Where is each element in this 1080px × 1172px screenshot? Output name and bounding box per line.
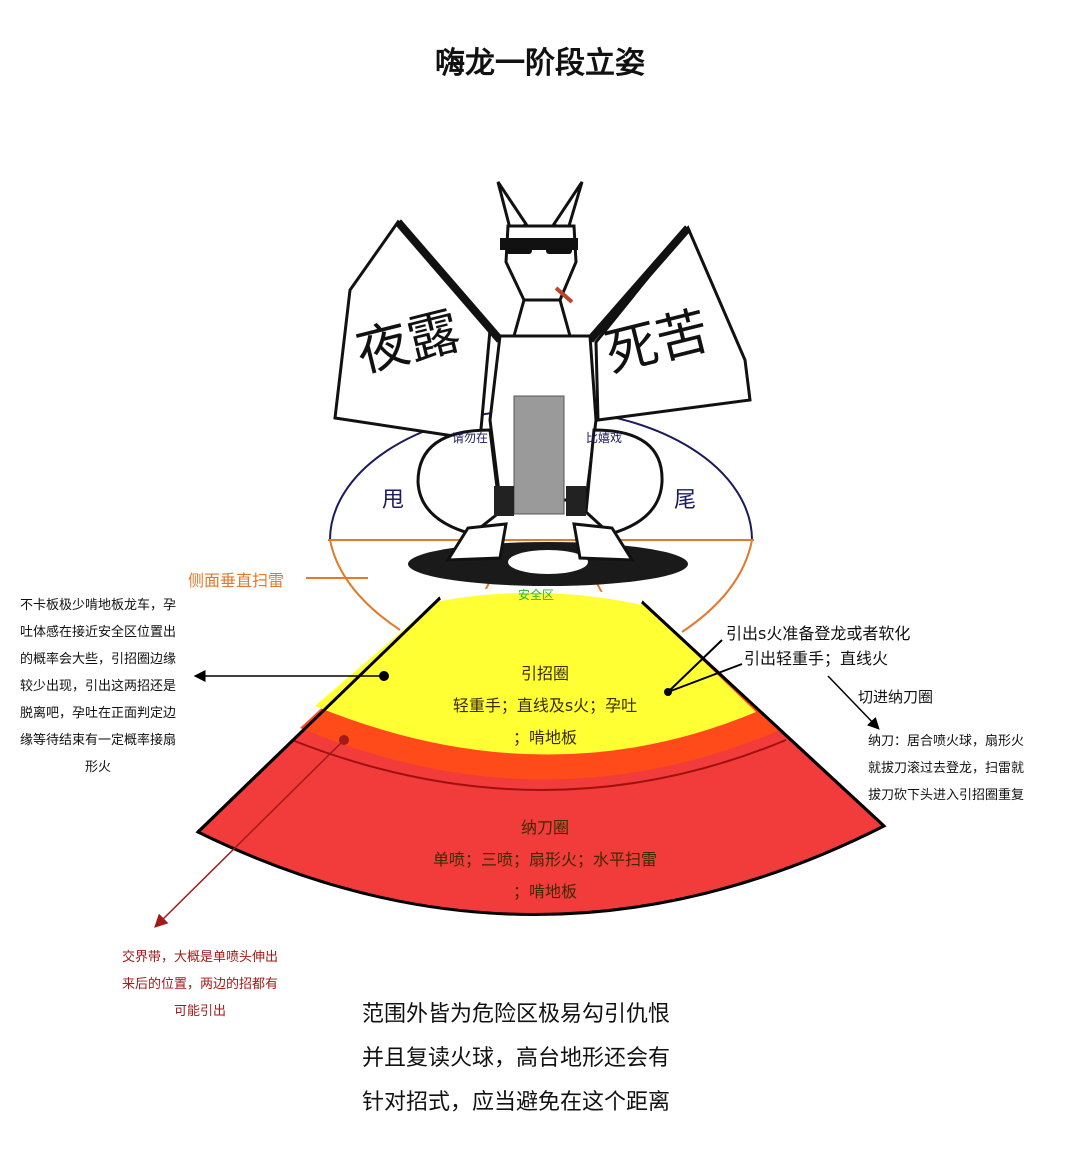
sign-right-text: 比嬉戏 [586,431,623,445]
left-note-line: 脱离吧，孕吐在正面判定边 [19,706,176,721]
sign-left-text: 请勿在 [452,431,489,445]
left-foot [445,522,508,562]
lure-ring-line1: 轻重手；直线及s火；孕吐 [452,696,638,715]
left-note: 不卡板极少啃地板龙车，孕 吐体感在接近安全区位置出 的概率会大些，引招圈边缘 较… [2,592,194,781]
fan-right-edge [640,600,886,828]
boundary-pointer [154,739,345,928]
bottom-note-line: 范围外皆为危险区极易勾引仇恨 [362,1002,671,1027]
annotation-pointers [154,639,880,928]
blade-ring-line2: ；啃地板 [512,882,577,901]
right-leg [584,428,664,536]
lure-ring-line2: ；啃地板 [512,728,577,747]
left-wing-arm [394,219,504,343]
dragon-head [504,224,578,302]
left-note-line: 缘等待结束有一定概率接扇 [19,733,176,748]
boundary-note-line: 交界带，大概是单喷头伸出 [121,950,278,965]
left-note-line: 吐体感在接近安全区位置出 [19,625,176,640]
right-wing-arm [586,225,692,343]
tail-sweep-label-left: 甩 [382,488,405,513]
left-note-line: 不卡板极少啃地板龙车，孕 [19,598,176,613]
bottom-note: 范围外皆为危险区极易勾引仇恨 并且复读火球，高台地形还会有 针对招式，应当避免在… [362,993,670,1125]
boundary-pointer-dot [339,735,349,745]
light-heavy-pointer [667,663,743,693]
left-note-pointer-dot [379,671,389,681]
safe-zone-label: 安全区 [518,588,555,602]
right-foot [572,522,635,562]
dragon-shadow-center [508,550,588,574]
side-thunder-right-outline [681,539,753,633]
cut-in-arrow [827,675,880,730]
page-title: 嗨龙一阶段立姿 [435,46,645,81]
sunglasses-lens-left [506,244,532,254]
fan-left-edge [196,596,442,834]
ring-fan [195,586,887,916]
boundary-note: 交界带，大概是单喷头伸出 来后的位置，两边的招都有 可能引出 [100,944,300,1025]
lure-ring-name: 引招圈 [520,664,569,683]
boundary-note-line: 来后的位置，两边的招都有 [121,977,278,992]
dragon-figure [333,181,752,586]
sunglasses-lens-right [546,244,572,254]
safe-zone-edge [439,586,643,605]
cigarette [554,286,574,304]
bottom-note-line: 针对招式，应当避免在这个距离 [362,1090,671,1115]
cut-in-note: 切进纳刀圈 [858,688,934,706]
right-note-line: 拔刀砍下头进入引招圈重复 [867,788,1024,803]
left-note-line: 较少出现，引出这两招还是 [19,679,176,694]
blade-ring-line1: 单喷；三喷；扇形火；水平扫雷 [432,850,657,869]
right-note: 纳刀：居合喷火球，扇形火 就拔刀滚过去登龙，扫雷就 拔刀砍下头进入引招圈重复 [848,728,1044,809]
lure-ring-text: 引招圈 轻重手；直线及s火；孕吐 ；啃地板 [420,658,670,754]
left-note-line: 的概率会大些，引招圈边缘 [19,652,176,667]
left-leg [416,428,502,536]
blade-ring-name: 纳刀圈 [520,818,569,837]
dragon-neck [512,298,572,338]
boundary-line [291,739,787,791]
tail-sweep-label-right: 尾 [674,488,697,513]
boundary-note-line: 可能引出 [173,1004,226,1019]
side-thunder-label: 侧面垂直扫雷 [188,571,285,590]
right-note-line: 纳刀：居合喷火球，扇形火 [867,734,1024,749]
light-heavy-note: 引出轻重手；直线火 [744,649,889,668]
right-note-line: 就拔刀滚过去登龙，扫雷就 [867,761,1024,776]
left-note-line: 形火 [84,760,111,775]
right-pointer-dot [664,688,672,696]
right-hand [566,486,586,516]
right-wing [594,225,752,422]
side-thunder-left-outline [329,539,401,631]
blade-ring-text: 纳刀圈 单喷；三喷；扇形火；水平扫雷 ；啃地板 [400,812,690,908]
dragon-belly [513,395,565,515]
s-fire-note: 引出s火准备登龙或者软化 [726,624,911,643]
left-hand [494,486,514,516]
bottom-note-line: 并且复读火球，高台地形还会有 [362,1046,671,1071]
lure-ring-area [315,589,756,755]
s-fire-pointer [667,639,723,693]
